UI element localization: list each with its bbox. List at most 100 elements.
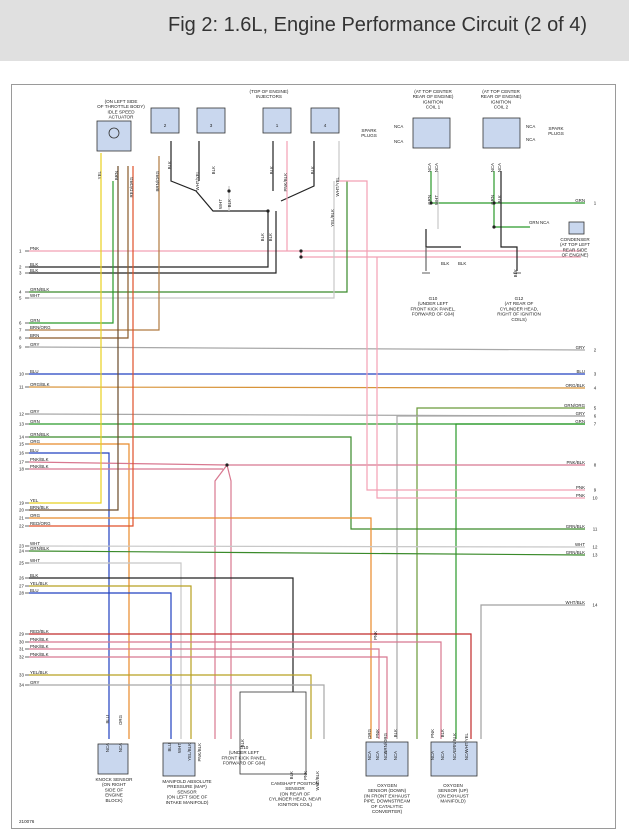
pin-label: BLK [167, 161, 172, 169]
left-terminal-number: 23 [19, 544, 24, 549]
left-wire-color: PNK/BLK [30, 637, 49, 642]
left-wire-color: BLK [30, 268, 38, 273]
left-wire-color: WHT [30, 541, 40, 546]
pin-label: NCA [383, 751, 388, 760]
wire-grn-condenser [493, 203, 530, 228]
oxygen-sensor-down-label: OXYGEN [377, 783, 397, 788]
wire-orgblk-11 [28, 386, 586, 389]
coil-1-label: (AT TOP CENTER [414, 89, 452, 94]
right-wire-color: ORG/BLK [565, 383, 585, 388]
left-wire-color: ORG/BLK [30, 382, 50, 387]
g12-label: CYLINDER HEAD, [500, 306, 539, 311]
pin-label: BLU [167, 743, 172, 752]
map-sensor-label: PRESSURE (MAP) [167, 784, 207, 789]
coil-1-label: COIL 1 [426, 105, 441, 110]
wire-redblk-29 [29, 633, 472, 739]
right-wire-color: BLU [576, 369, 585, 374]
right-wire-color: GRY [576, 345, 586, 350]
left-terminal-number: 1 [19, 249, 22, 254]
pin-label: PNK [303, 771, 308, 780]
condenser-label: OF ENGINE) [562, 253, 589, 258]
wire-layer [28, 141, 586, 739]
wire-wht-25 [29, 562, 182, 739]
left-terminal-number: 32 [19, 655, 24, 660]
knock-sensor-label: ENGINE [105, 793, 123, 798]
coil-2-label: IGNITION [491, 99, 511, 104]
coil-1-label: IGNITION [423, 99, 443, 104]
figure-header: Fig 2: 1.6L, Engine Performance Circuit … [0, 0, 629, 61]
spark-plugs-2-label: PLUGS [548, 131, 564, 136]
coil-2-label: (AT TOP CENTER [482, 89, 520, 94]
left-terminal-number: 11 [19, 385, 24, 390]
pin-label: ORG [118, 714, 123, 725]
g10-top-label: FORWARD OF G04) [412, 312, 455, 317]
wire-yelblk-33 [29, 674, 312, 739]
cmp-sensor-label: CAMSHAFT POSITION [271, 781, 319, 786]
right-wire-color: GRN/BLK [566, 550, 585, 555]
map-sensor-label: MANIFOLD ABSOLUTE [162, 779, 211, 784]
iac-label: OF THROTTLE BODY) [97, 104, 145, 109]
figure-title: Fig 2: 1.6L, Engine Performance Circuit … [168, 14, 588, 36]
right-terminal-number: 3 [594, 372, 597, 377]
splice-dot [225, 463, 229, 467]
g12-label: (AT REAR OF [505, 301, 534, 306]
left-wire-color: BRN/ORG [30, 325, 51, 330]
left-wire-color: PNK [30, 246, 39, 251]
oxygen-sensor-down-label: OF CATALYTIC [371, 804, 404, 809]
wire-whtblk-r14 [480, 604, 585, 739]
splice-dot [492, 225, 496, 229]
pin-label: YEL/BLK [330, 209, 335, 227]
left-terminal-number: 16 [19, 451, 24, 456]
pin-label: WHT [218, 199, 223, 209]
wire-blu-28 [29, 592, 172, 739]
g12-label: G12 [515, 296, 524, 301]
pin-label: BLK [393, 729, 398, 737]
wire-blu-16 [29, 452, 110, 739]
pin-label: RED/ORG [129, 176, 134, 197]
wire-redorg-22 [29, 166, 134, 527]
coil-1-label: REAR OF ENGINE) [413, 94, 454, 99]
wire-pnk-r9 [339, 180, 585, 491]
map-sensor-body [162, 742, 196, 777]
pin-label: PNK/BLK [197, 743, 202, 762]
right-wire-color: WHT/BLK [565, 600, 585, 605]
pin-label: WHT/YEL [464, 732, 469, 752]
left-wire-color: PNK/BLK [30, 457, 49, 462]
wire-pnkblk-map2 [226, 464, 232, 739]
left-terminal-number: 12 [19, 412, 24, 417]
right-terminal-number: 5 [594, 406, 597, 411]
left-terminal-number: 21 [19, 516, 24, 521]
pin-label: WHT/YEL [195, 170, 200, 190]
pin-label: BLK [310, 166, 315, 174]
knock-sensor-label: BLOCK) [105, 798, 123, 803]
g10-bottom-label: FORWARD OF G04) [223, 761, 266, 766]
left-terminal-number: 33 [19, 673, 24, 678]
pin-label: PNK/BLK [283, 173, 288, 192]
g10-bottom-label: G10 [240, 745, 249, 750]
right-terminal-number: 12 [593, 545, 598, 550]
wire-gry-9 [28, 346, 586, 351]
left-terminal-number: 18 [19, 467, 24, 472]
pin-label: GRN/BLK [452, 733, 457, 752]
left-wire-color: BLU [30, 448, 39, 453]
coil-2-label: COIL 2 [494, 105, 509, 110]
pin-label: NCA [434, 163, 439, 172]
wire-pnkblk-map [214, 464, 228, 739]
g10-top-label: FRONT KICK PANEL, [410, 306, 455, 311]
left-terminal-number: 14 [19, 435, 24, 440]
iac-actuator-body [96, 120, 132, 152]
wire-blk-g10 [425, 229, 461, 248]
oxygen-sensor-down-label: SENSOR (DOWN) [368, 788, 407, 793]
pin-label: WHT/BLK [315, 771, 320, 791]
left-wire-color: YEL/BLK [30, 670, 48, 675]
oxygen-sensor-down-label: PIPE, DOWNSTREAM [364, 799, 411, 804]
wire-brnorg-7 [29, 156, 160, 331]
right-wire-color: GRN/BLK [566, 524, 585, 529]
coil-2-label: REAR OF ENGINE) [481, 94, 522, 99]
pin-label: PNK [430, 729, 435, 738]
left-terminal-number: 20 [19, 508, 24, 513]
left-terminal-number: 4 [19, 290, 22, 295]
injector-body [196, 107, 226, 134]
pin-label: GRN [427, 195, 432, 205]
